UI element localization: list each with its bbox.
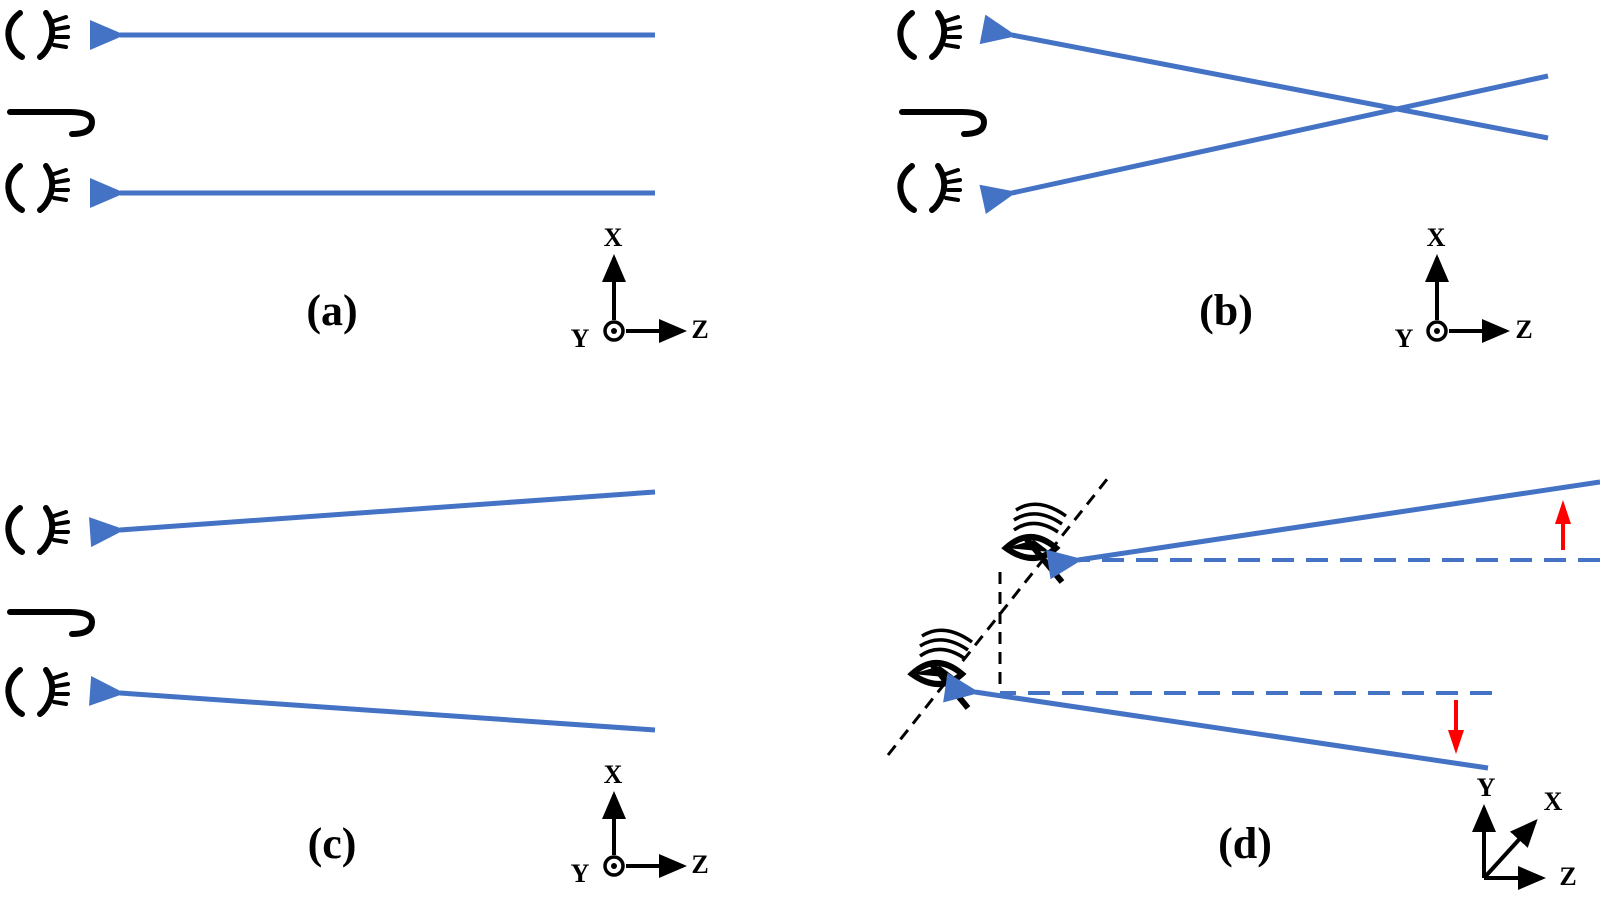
light-ray [979, 73, 1549, 215]
axis-label-z: Z [691, 850, 708, 879]
eye-icon [900, 13, 960, 57]
head-axis-line [886, 477, 1110, 756]
eye-icon [900, 166, 960, 210]
axis-label-y: Y [1477, 773, 1496, 802]
light-ray [89, 489, 656, 548]
axis-label-x: X [1544, 787, 1563, 816]
axis-triad: X Y Z [1395, 223, 1533, 353]
light-ray [1046, 479, 1600, 580]
panel-label: (d) [1218, 819, 1272, 868]
panel-label: (c) [308, 819, 357, 868]
eye-icon [8, 670, 68, 714]
axis-label-y: Y [1395, 324, 1414, 353]
eye-icon [8, 166, 68, 210]
panel-label: (a) [306, 286, 357, 335]
eye-profile-icon [912, 630, 972, 708]
axis-label-y: Y [571, 859, 590, 888]
nose-icon [10, 612, 92, 634]
panel-d: (d) Y X Z [886, 477, 1600, 891]
panel-label: (b) [1199, 286, 1253, 335]
out-of-page-axis-icon [603, 855, 625, 877]
out-of-page-axis-icon [1426, 320, 1448, 342]
axis-label-x: X [604, 223, 623, 252]
axis-label-z: Z [691, 315, 708, 344]
panel-b: (b) X Y Z [900, 13, 1549, 353]
light-ray [979, 14, 1549, 141]
light-ray [943, 672, 1489, 771]
axis-label-z: Z [1515, 315, 1532, 344]
nose-icon [902, 112, 984, 134]
eye-icon [8, 508, 68, 552]
axis-label-x: X [604, 760, 623, 789]
axis-label-x: X [1427, 223, 1446, 252]
eye-icon [8, 13, 68, 57]
axis-label-y: Y [571, 324, 590, 353]
axis-triad-3d: Y X Z [1472, 773, 1577, 891]
panel-c: (c) X Y Z [8, 489, 709, 888]
axis-label-z: Z [1559, 862, 1576, 891]
axis-triad: X Y Z [571, 223, 709, 353]
light-ray [89, 675, 656, 733]
panel-a: (a) X Y Z [8, 13, 709, 353]
axis-triad: X Y Z [571, 760, 709, 888]
nose-icon [10, 112, 92, 134]
out-of-page-axis-icon [603, 320, 625, 342]
